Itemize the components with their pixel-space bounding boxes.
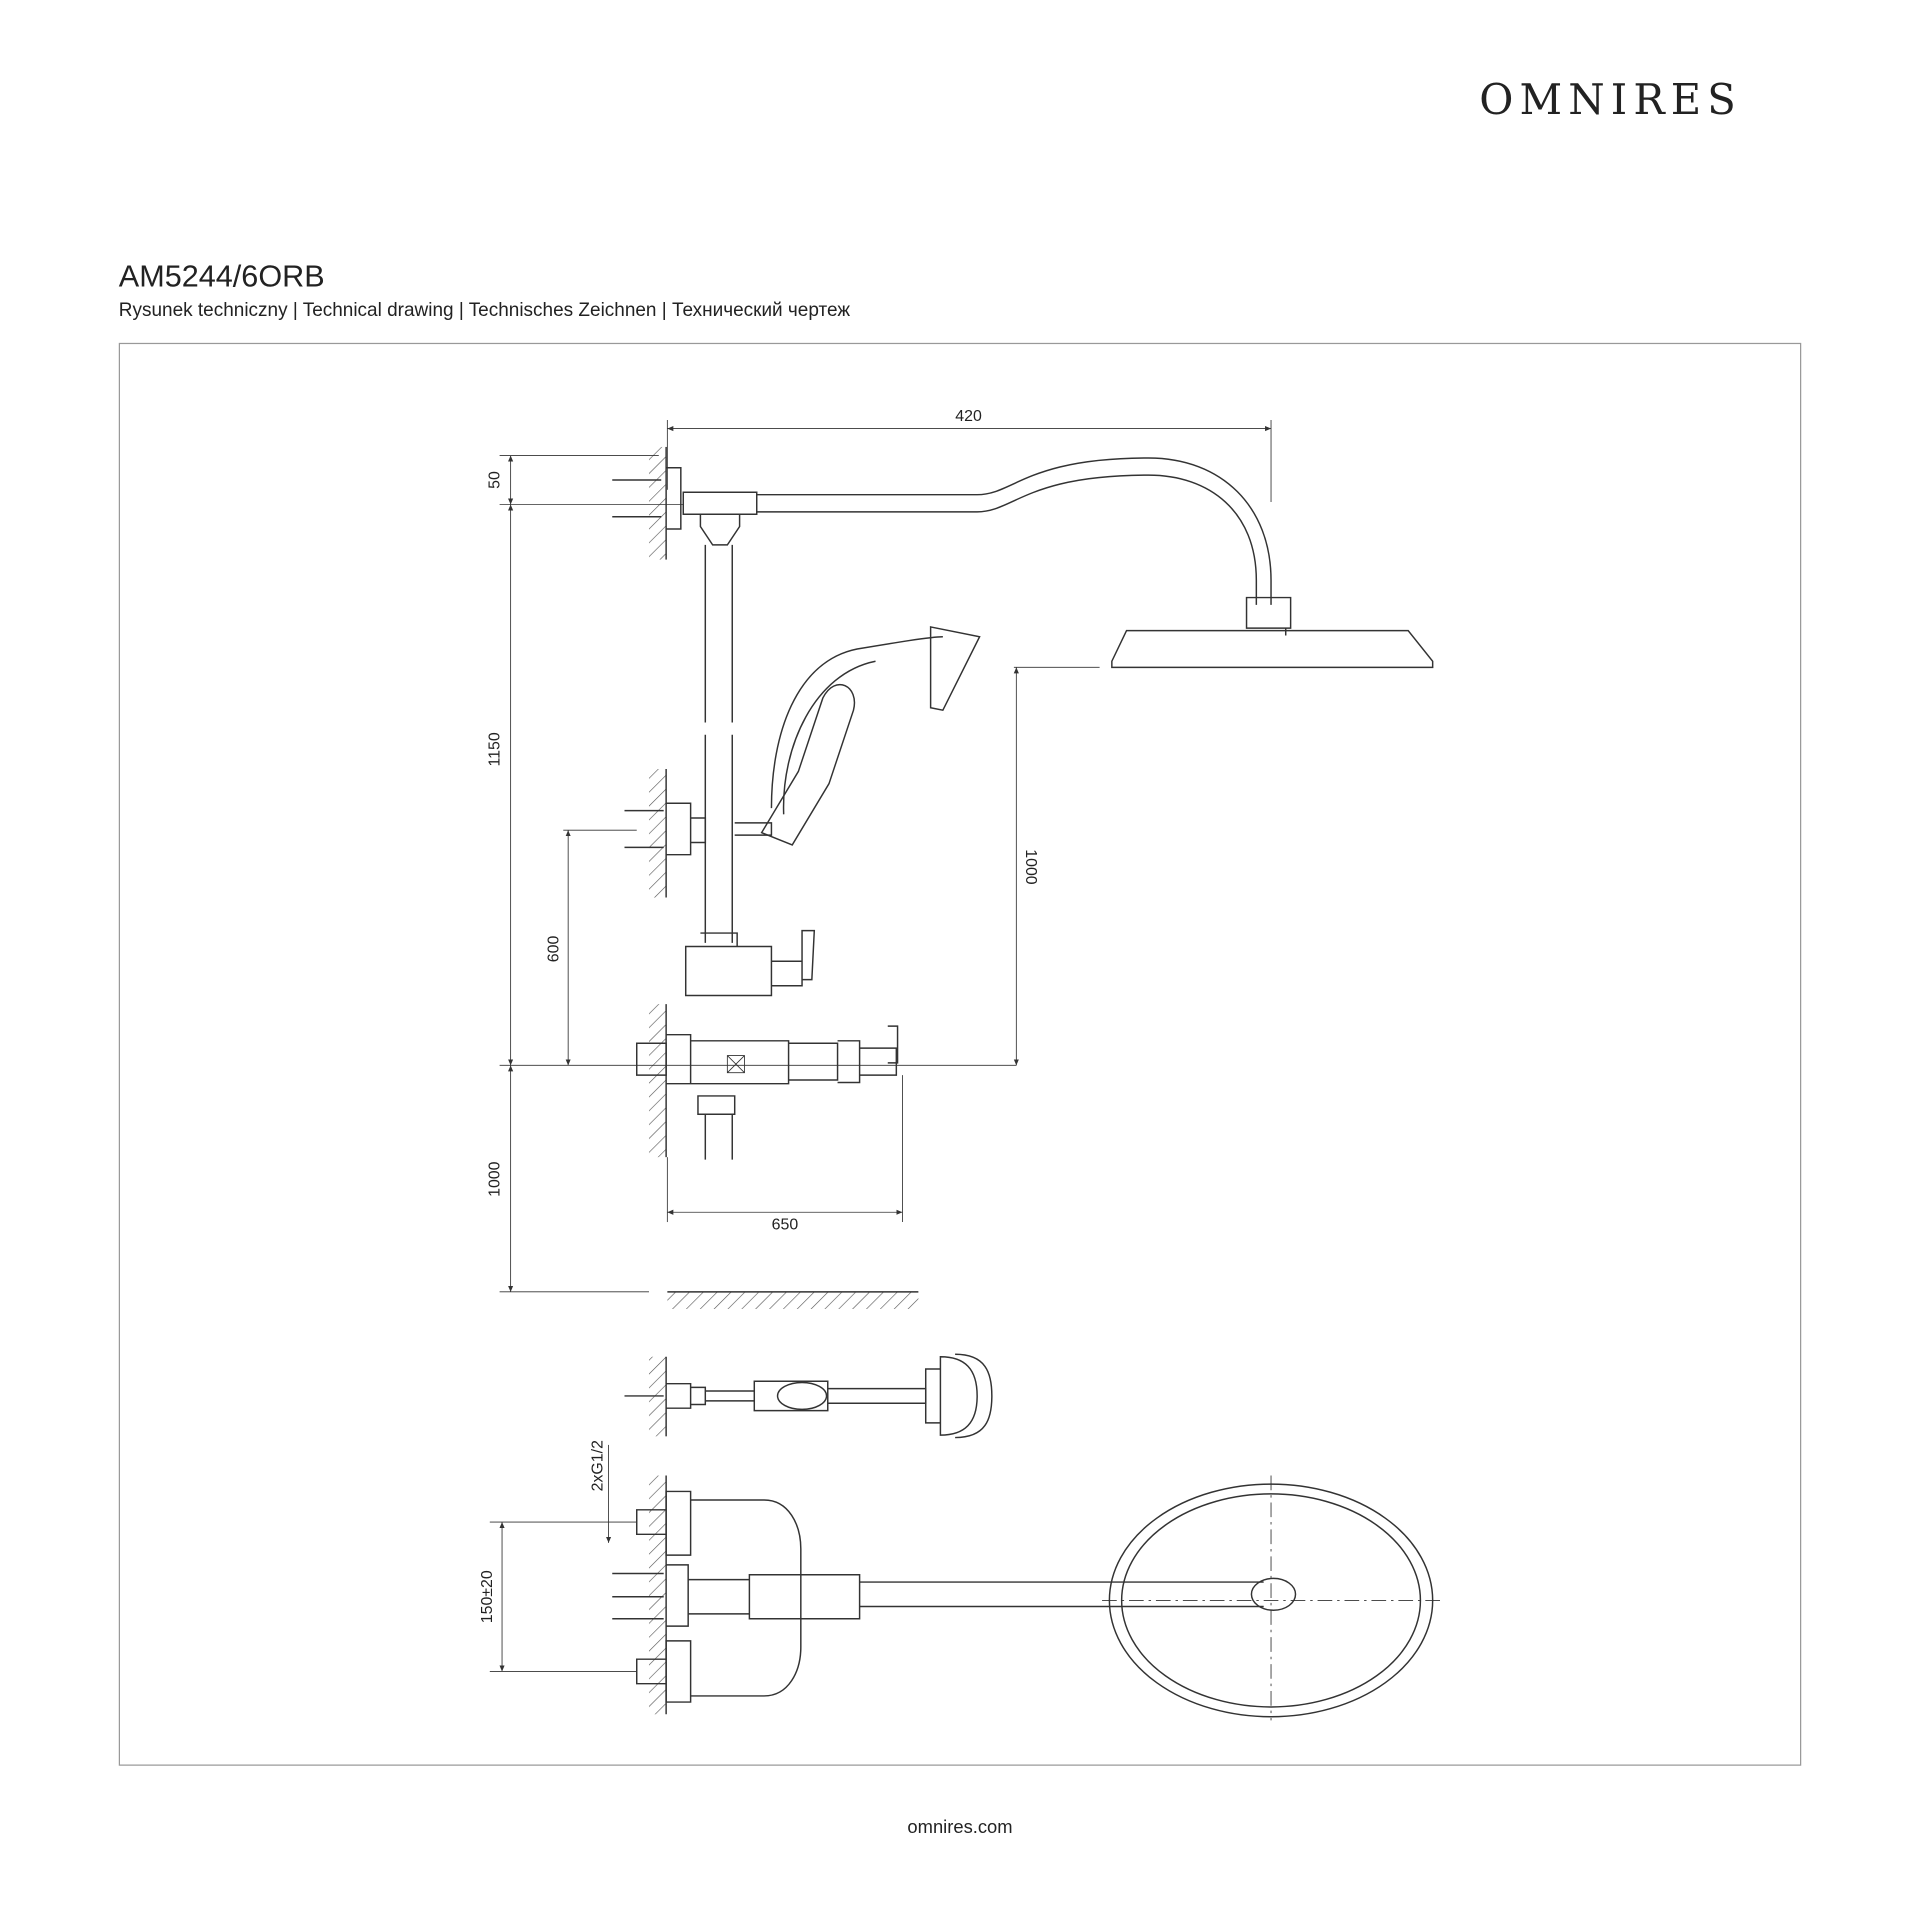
dim-spacing: 150±20 — [479, 1570, 496, 1623]
footer-url: omnires.com — [907, 1817, 1013, 1838]
drawing-frame — [118, 342, 1802, 1766]
wall-hatching — [648, 446, 919, 1715]
subtitle: Rysunek techniczny | Technical drawing |… — [118, 300, 851, 321]
dim-floor-height: 1000 — [487, 1161, 504, 1197]
dim-top-offset: 50 — [487, 471, 504, 489]
brand-logo: OMNIRES — [1479, 75, 1742, 125]
top-view — [612, 1353, 1445, 1721]
dim-thread: 2xG1/2 — [589, 1440, 606, 1491]
dimension-lines — [489, 420, 1272, 1672]
product-code: AM5244/6ORB — [118, 259, 325, 294]
dim-arm-length: 420 — [955, 408, 982, 425]
dim-column-height: 1150 — [487, 732, 504, 766]
dim-depth: 650 — [772, 1216, 799, 1233]
dim-bracket-height: 600 — [545, 936, 562, 963]
dim-head-height: 1000 — [1022, 849, 1039, 885]
front-view — [499, 455, 1434, 1160]
